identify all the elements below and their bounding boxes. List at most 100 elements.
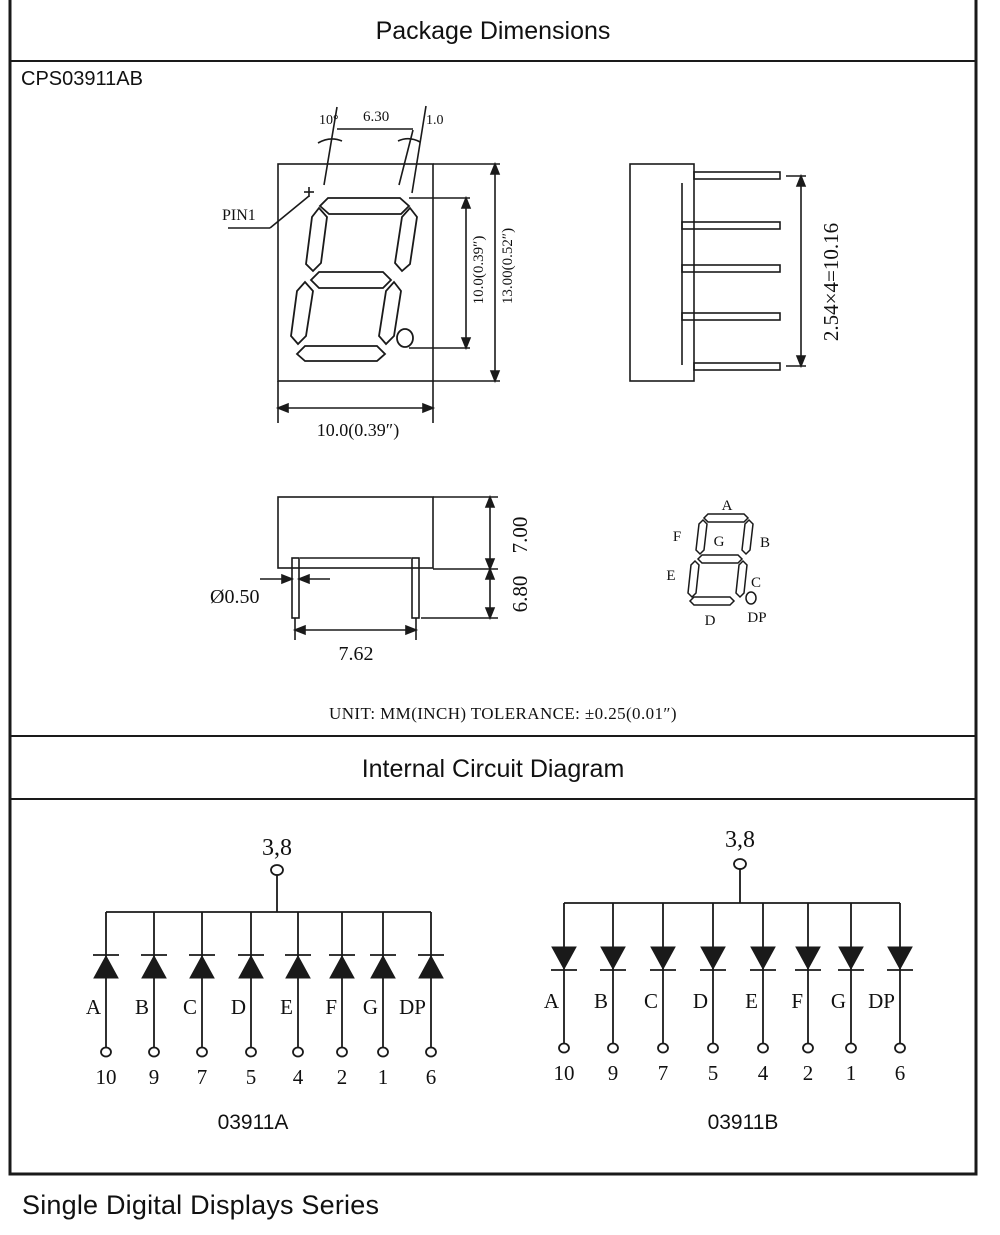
pin-number: 10 [96,1065,117,1089]
segment-label: D [231,995,246,1019]
bottom-view [260,494,498,640]
segment-dp-marker [745,591,757,605]
segment-label: DP [399,995,426,1019]
led-diode [700,946,726,971]
side-pins [681,171,781,371]
pin-number: 5 [708,1061,719,1085]
outer-frame [8,0,978,1176]
pin-number: 4 [293,1065,304,1089]
pin-number: 1 [846,1061,857,1085]
segment-label: D [693,989,708,1013]
led-diode [795,946,821,971]
segment-label: B [135,995,149,1019]
right-pin [411,557,420,619]
led-diode [650,946,676,971]
common-pin-label: 3,8 [725,827,755,853]
package-body-bottom [277,496,434,569]
led-diode [93,954,119,979]
pin-terminal [425,1046,437,1058]
pin-spacing-label: 7.62 [339,643,374,665]
angle-right-label: 1.0 [426,113,444,128]
side-view [629,163,807,382]
pin-number: 4 [758,1061,769,1085]
pitch-label: 6.30 [363,109,389,125]
led-diode [238,954,264,979]
pin-terminal [558,1042,570,1054]
common-pin-label: 3,8 [262,835,292,861]
segment-label: A [544,989,560,1013]
pin-number: 9 [149,1065,160,1089]
pin-number: 1 [378,1065,389,1089]
segment-label: F [791,989,803,1013]
angle-left-label: 10° [319,113,339,128]
pin-number: 2 [803,1061,814,1085]
segment-e-label: E [666,568,675,584]
digit-height-label: 10.0(0.39″) [471,236,487,305]
pin-terminal [100,1046,112,1058]
pin-terminal [845,1042,857,1054]
diagram-caption: 03911A [218,1111,289,1134]
pin-span-label: 2.54×4=10.16 [819,223,843,341]
common-pin-terminal [733,858,747,870]
led-diode [551,946,577,971]
common-pin-terminal [270,864,284,876]
body-depth-label: 7.00 [508,517,532,554]
segment-map [687,513,757,606]
led-diode [600,946,626,971]
decimal-point [396,328,414,348]
pin-number: 7 [197,1065,208,1089]
segment-label: B [594,989,608,1013]
segment-label: DP [868,989,895,1013]
pin-terminal [757,1042,769,1054]
segment-b-label: B [760,535,770,551]
pin-terminal [607,1042,619,1054]
pin-terminal [245,1046,257,1058]
pin-terminal [657,1042,669,1054]
body-width-label: 10.0(0.39″) [317,420,400,441]
segment-c-label: C [751,575,761,591]
led-diode [329,954,355,979]
segment-d-label: D [705,613,716,629]
package-heading: Package Dimensions [376,17,611,45]
segment-label: C [183,995,197,1019]
digit-outline [290,197,418,362]
pin-diameter-label: Ø0.50 [210,586,259,608]
part-code: CPS03911AB [21,68,143,90]
pin-terminal [336,1046,348,1058]
segment-label: E [280,995,293,1019]
pin-terminal [292,1046,304,1058]
circuit-heading: Internal Circuit Diagram [362,755,625,783]
package-body-front [277,163,434,382]
pin-terminal [802,1042,814,1054]
pin1-label: PIN1 [222,207,256,224]
led-diode [418,954,444,979]
pin-number: 5 [246,1065,257,1089]
segment-label: E [745,989,758,1013]
pin-terminal [707,1042,719,1054]
pin-terminal [148,1046,160,1058]
pin-terminal [377,1046,389,1058]
pin-number: 2 [337,1065,348,1089]
segment-label: G [831,989,846,1013]
pin-number: 7 [658,1061,669,1085]
led-diode [887,946,913,971]
led-diode [838,946,864,971]
segment-g-label: G [714,534,725,550]
led-diode [750,946,776,971]
led-diode [370,954,396,979]
segment-dp-label: DP [747,610,766,626]
pin-number: 10 [554,1061,575,1085]
pin-terminal [894,1042,906,1054]
pin-length-label: 6.80 [508,576,532,613]
segment-label: C [644,989,658,1013]
led-diode [189,954,215,979]
pin-number: 6 [895,1061,906,1085]
body-height-label: 13.00(0.52″) [500,228,516,304]
tolerance-note: UNIT: MM(INCH) TOLERANCE: ±0.25(0.01″) [329,704,677,723]
segment-label: A [86,995,102,1019]
front-view [228,105,501,423]
segment-label: G [363,995,378,1019]
